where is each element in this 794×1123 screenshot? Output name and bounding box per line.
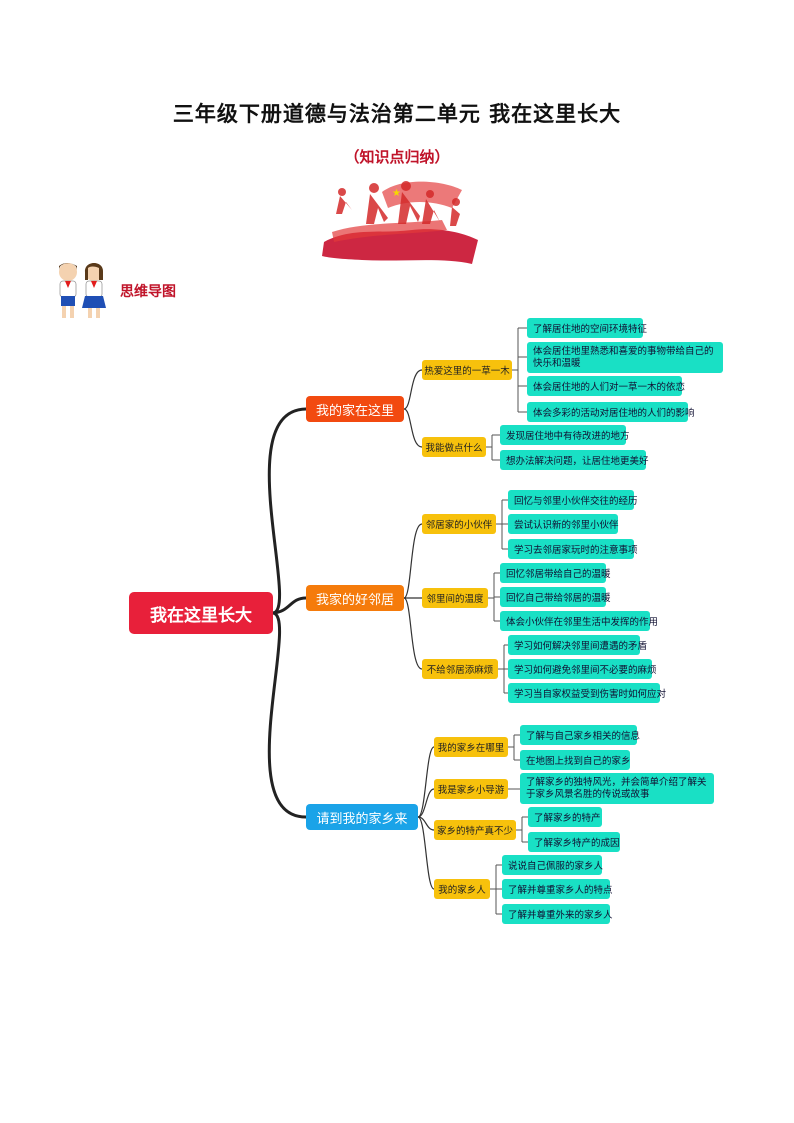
page-title: 三年级下册道德与法治第二单元 我在这里长大	[172, 101, 622, 126]
leaf-item: 了解家乡特产的成因	[528, 832, 620, 852]
leaf-item: 发现居住地中有待改进的地方	[500, 425, 630, 445]
group-neighbor-kids: 邻居家的小伙伴	[422, 514, 496, 534]
leaf-item: 体会居住地的人们对一草一木的依恋	[527, 376, 685, 396]
leaf-item: 体会多彩的活动对居住地的人们的影响	[527, 402, 695, 422]
leaf-item: 了解与自己家乡相关的信息	[520, 725, 640, 745]
branch-my-home: 我的家在这里	[306, 396, 404, 422]
leaf-item: 学习去邻居家玩时的注意事项	[508, 539, 638, 559]
leaf-item: 回忆自己带给邻居的温暖	[500, 587, 611, 607]
leaf-item: 尝试认识新的邻里小伙伴	[508, 514, 619, 534]
group-love-plants: 热爱这里的一草一木	[422, 360, 512, 380]
leaf-item: 回忆邻居带给自己的温暖	[500, 563, 611, 583]
leaf-item: 了解并尊重外来的家乡人	[502, 904, 613, 924]
branch-hometown: 请到我的家乡来	[306, 804, 418, 830]
group-where-hometown: 我的家乡在哪里	[434, 737, 508, 757]
leaf-item: 了解并尊重家乡人的特点	[502, 879, 613, 899]
group-no-trouble: 不给邻居添麻烦	[422, 659, 498, 679]
leaf-item: 了解家乡的特产	[528, 807, 602, 827]
mindmap-section-label: 思维导图	[120, 284, 176, 300]
group-what-can-i-do: 我能做点什么	[422, 437, 486, 457]
leaf-item: 了解家乡的独特风光，并会简单介绍了解关于家乡风景名胜的传说或故事	[520, 773, 714, 804]
leaf-item: 了解居住地的空间环境特征	[527, 318, 647, 338]
leaf-item: 在地图上找到自己的家乡	[520, 750, 631, 770]
page-subtitle: （知识点归纳）	[344, 148, 450, 166]
leaf-item: 体会居住地里熟悉和喜爱的事物带给自己的快乐和温暖	[527, 342, 723, 373]
students-icon	[59, 263, 106, 318]
mindmap-root: 我在这里长大	[129, 592, 273, 634]
svg-text:★: ★	[392, 188, 401, 199]
leaf-item: 学习当自家权益受到伤害时如何应对	[508, 683, 666, 703]
banner-illustration: ★	[322, 181, 478, 264]
group-hometown-people: 我的家乡人	[434, 879, 490, 899]
leaf-item: 说说自己佩服的家乡人	[502, 855, 603, 875]
leaf-item: 学习如何避免邻里间不必要的麻烦	[508, 659, 657, 679]
group-neighbor-warmth: 邻里间的温度	[422, 588, 488, 608]
leaf-item: 体会小伙伴在邻里生活中发挥的作用	[500, 611, 658, 631]
group-little-guide: 我是家乡小导游	[434, 779, 508, 799]
leaf-item: 回忆与邻里小伙伴交往的经历	[508, 490, 638, 510]
leaf-item: 学习如何解决邻里间遭遇的矛盾	[508, 635, 647, 655]
group-specialties: 家乡的特产真不少	[434, 820, 516, 840]
branch-good-neighbors: 我家的好邻居	[306, 585, 404, 611]
leaf-item: 想办法解决问题，让居住地更美好	[500, 450, 649, 470]
